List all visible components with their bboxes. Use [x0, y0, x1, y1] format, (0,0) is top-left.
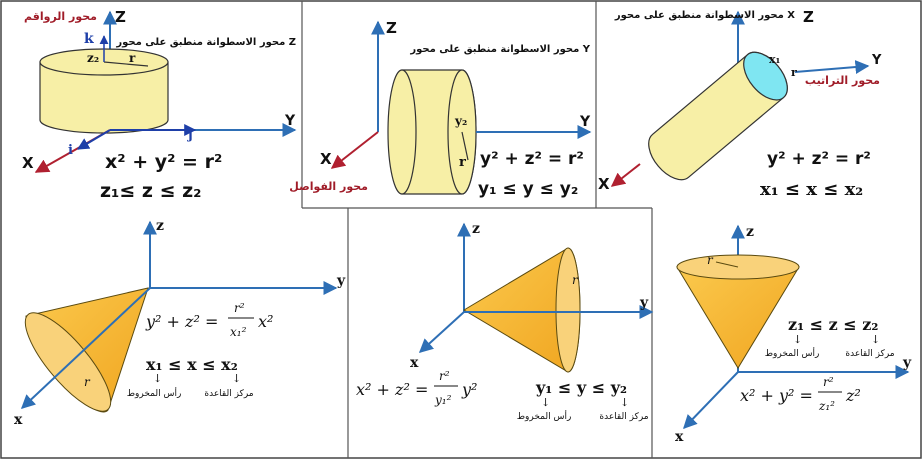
- p5-x-label: x: [410, 355, 419, 371]
- p6-eq-variable: z²: [845, 386, 861, 405]
- p3-cylinder-end-face: [743, 51, 788, 101]
- p5-eq-denominator: y₁²: [434, 393, 452, 407]
- p5-z-label: z: [472, 221, 480, 237]
- panel-cone-x: z y x r y² + z² = r² x₁² x² x₁ ≤ x ≤ x₂ …: [14, 218, 346, 428]
- p1-center-label: z₂: [87, 51, 99, 65]
- p4-inequality: x₁ ≤ x ≤ x₂: [146, 355, 238, 374]
- panel-cone-z: z y x r z₁ ≤ z ≤ z₂ ↓ ↓ رأس المخروط مركز…: [675, 224, 912, 445]
- p1-radius-line: [103, 61, 149, 67]
- p4-note-vertex: رأس المخروط: [127, 387, 182, 399]
- p1-x-label: X: [22, 154, 34, 172]
- p3-y-axis: [794, 60, 870, 75]
- p3-equation: y² + z² = r²: [767, 149, 871, 169]
- p5-note-vertex: رأس المخروط: [517, 410, 572, 422]
- p5-eq-lhs: x² + z² =: [356, 380, 428, 399]
- p4-eq-denominator: x₁²: [230, 325, 247, 339]
- p6-eq-numerator: r²: [823, 375, 834, 389]
- p4-eq-variable: x²: [258, 312, 273, 331]
- p5-arrow-left: ↓: [541, 396, 550, 409]
- p2-y-label: Y: [579, 114, 591, 130]
- panel-cylinder-z: Z Y X محور الرواقم محور الاسطوانة منطبق …: [22, 8, 297, 202]
- p4-eq-lhs: y² + z² =: [145, 312, 218, 331]
- p4-x-label: x: [14, 412, 23, 428]
- p5-note-base-center: مركز القاعدة: [599, 412, 648, 422]
- p5-arrow-right: ↓: [620, 396, 629, 409]
- p1-z-label: Z: [115, 8, 126, 26]
- p1-unit-j-label: j: [187, 128, 193, 143]
- p2-z-label: Z: [386, 19, 397, 37]
- p4-arrow-left: ↓: [153, 372, 162, 385]
- p3-z-label: Z: [803, 8, 814, 26]
- p2-x-axis: [330, 131, 379, 169]
- p2-bottom-axis-label: محور الفواصل: [289, 180, 368, 193]
- p3-y-label: Y: [871, 53, 882, 68]
- p6-eq-denominator: z₁²: [818, 399, 835, 413]
- p3-cylinder: [648, 51, 788, 181]
- p2-center-label: y₂: [454, 114, 467, 128]
- p4-radius-label: r: [84, 375, 91, 389]
- p6-x-label: x: [675, 429, 684, 445]
- p3-radius-label: r: [791, 66, 797, 79]
- p3-side-axis-label: محور التراتيب: [805, 74, 880, 87]
- p5-y-label: y: [639, 295, 649, 311]
- panel-cylinder-x: Z Y X محور الاسطوانة منطبق على محور X مح…: [598, 8, 882, 200]
- p6-arrow-left: ↓: [793, 333, 802, 346]
- p2-radius-label: r: [459, 155, 466, 170]
- p4-eq-numerator: r²: [234, 301, 245, 315]
- p5-x-axis: [418, 311, 465, 353]
- p6-z-label: z: [746, 224, 754, 240]
- p4-z-label: z: [156, 218, 164, 234]
- p6-eq-lhs: x² + y² =: [740, 386, 813, 405]
- p6-note-vertex: رأس المخروط: [765, 347, 820, 359]
- p6-y-label: y: [902, 355, 912, 371]
- p1-y-label: Y: [284, 113, 296, 129]
- p1-cylinder-body: [39, 61, 169, 134]
- p3-center-label: x₁: [769, 53, 781, 66]
- p2-equation: y² + z² = r²: [480, 149, 584, 169]
- p1-radius-label: r: [129, 51, 136, 65]
- panel-cone-y: z y x r x² + z² = r² y₁² y² y₁ ≤ y ≤ y₂ …: [356, 221, 654, 422]
- p6-arrow-right: ↓: [871, 333, 880, 346]
- p5-eq-variable: y²: [461, 380, 477, 399]
- p6-radius-line: [715, 261, 739, 268]
- p1-top-axis-label: محور الرواقم: [24, 10, 97, 23]
- p1-unit-i-arrow: [76, 129, 111, 150]
- p1-unit-k-label: k: [84, 31, 94, 47]
- p5-eq-numerator: r²: [439, 369, 450, 383]
- p2-x-label: X: [320, 150, 332, 168]
- p6-radius-label: r: [707, 253, 714, 267]
- p5-inequality: y₁ ≤ y ≤ y₂: [535, 378, 627, 397]
- p1-inequality: z₁≤ z ≤ z₂: [100, 180, 202, 202]
- p6-note-base-center: مركز القاعدة: [845, 349, 894, 359]
- p4-x-axis: [20, 287, 151, 409]
- p3-x-label: X: [598, 175, 610, 193]
- p4-y-label: y: [336, 273, 346, 289]
- p1-equation: x² + y² = r²: [105, 151, 222, 173]
- p3-caption: محور الاسطوانة منطبق على محور X: [614, 10, 795, 21]
- p1-caption: محور الاسطوانة منطبق على محور Z: [115, 37, 296, 48]
- p4-note-base-center: مركز القاعدة: [204, 389, 253, 399]
- p1-unit-i-label: i: [68, 143, 73, 158]
- p3-inequality: x₁ ≤ x ≤ x₂: [760, 179, 863, 200]
- panel-cylinder-y: Z Y X محور الاسطوانة منطبق على محور Y مح…: [289, 19, 592, 199]
- p3-x-axis: [610, 163, 641, 187]
- p6-x-axis: [683, 371, 739, 430]
- p5-cone-base: [555, 247, 581, 373]
- p2-radius-line: [461, 131, 469, 161]
- p2-inequality: y₁ ≤ y ≤ y₂: [478, 179, 578, 199]
- p4-arrow-right: ↓: [232, 372, 241, 385]
- p6-inequality: z₁ ≤ z ≤ z₂: [788, 315, 878, 334]
- p2-caption: محور الاسطوانة منطبق على محور Y: [409, 44, 590, 55]
- p5-radius-label: r: [572, 273, 579, 287]
- p2-cylinder-left-face: [387, 69, 417, 195]
